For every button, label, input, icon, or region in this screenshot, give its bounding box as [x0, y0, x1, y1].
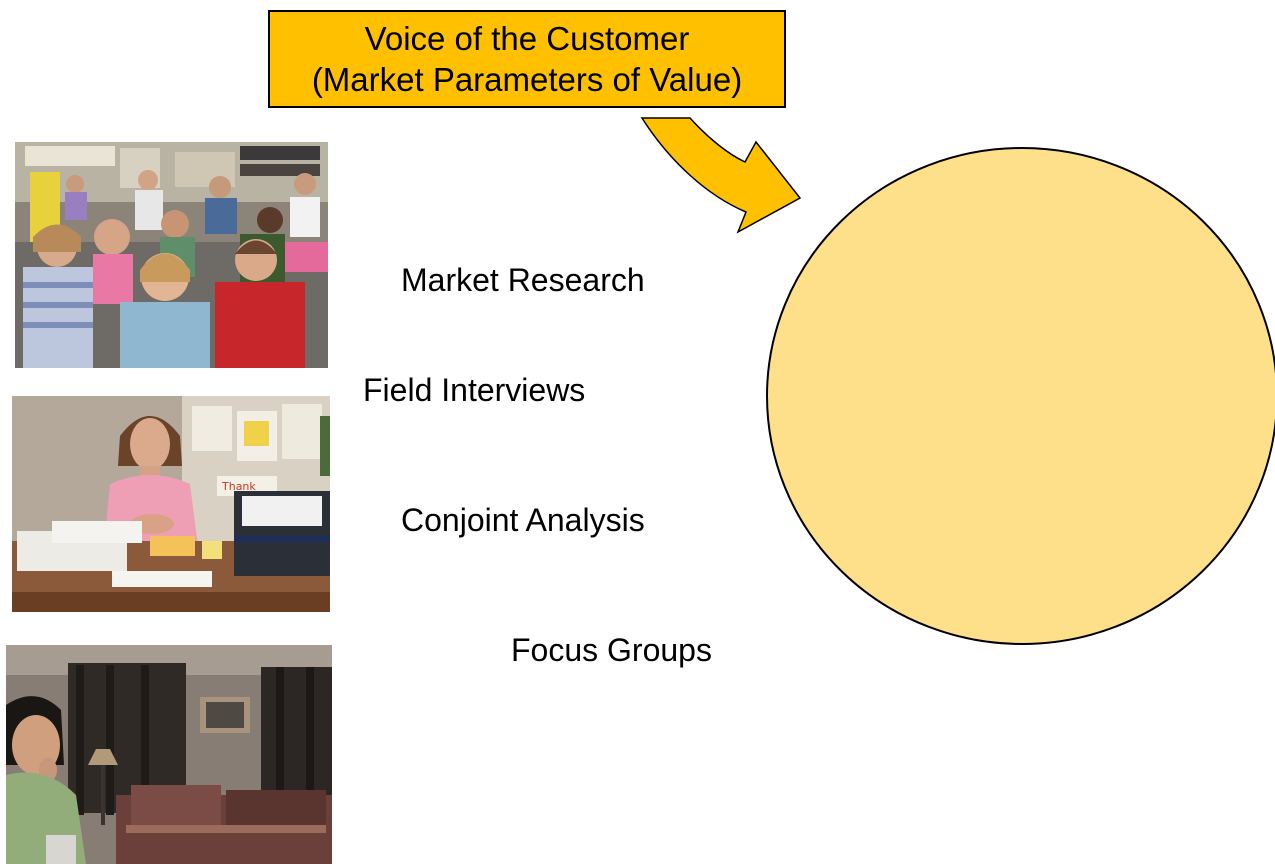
svg-text:Thank: Thank: [221, 480, 256, 493]
conjoint-analysis-label: Conjoint Analysis: [401, 502, 645, 538]
curved-arrow: [640, 117, 802, 234]
market-research-label: Market Research: [401, 262, 645, 298]
focus-groups-label: Focus Groups: [511, 632, 712, 668]
callout-line-1: Voice of the Customer: [364, 20, 690, 57]
value-circle: [766, 147, 1275, 645]
field-interviews-label: Field Interviews: [363, 372, 586, 408]
voice-of-customer-callout: Voice of the Customer (Market Parameters…: [268, 10, 786, 108]
children-in-classroom-photo: [15, 142, 328, 368]
teacher-at-desk-photo: Thank: [12, 396, 330, 612]
person-in-living-room-photo: [6, 645, 332, 864]
callout-line-2: (Market Parameters of Value): [311, 61, 743, 98]
